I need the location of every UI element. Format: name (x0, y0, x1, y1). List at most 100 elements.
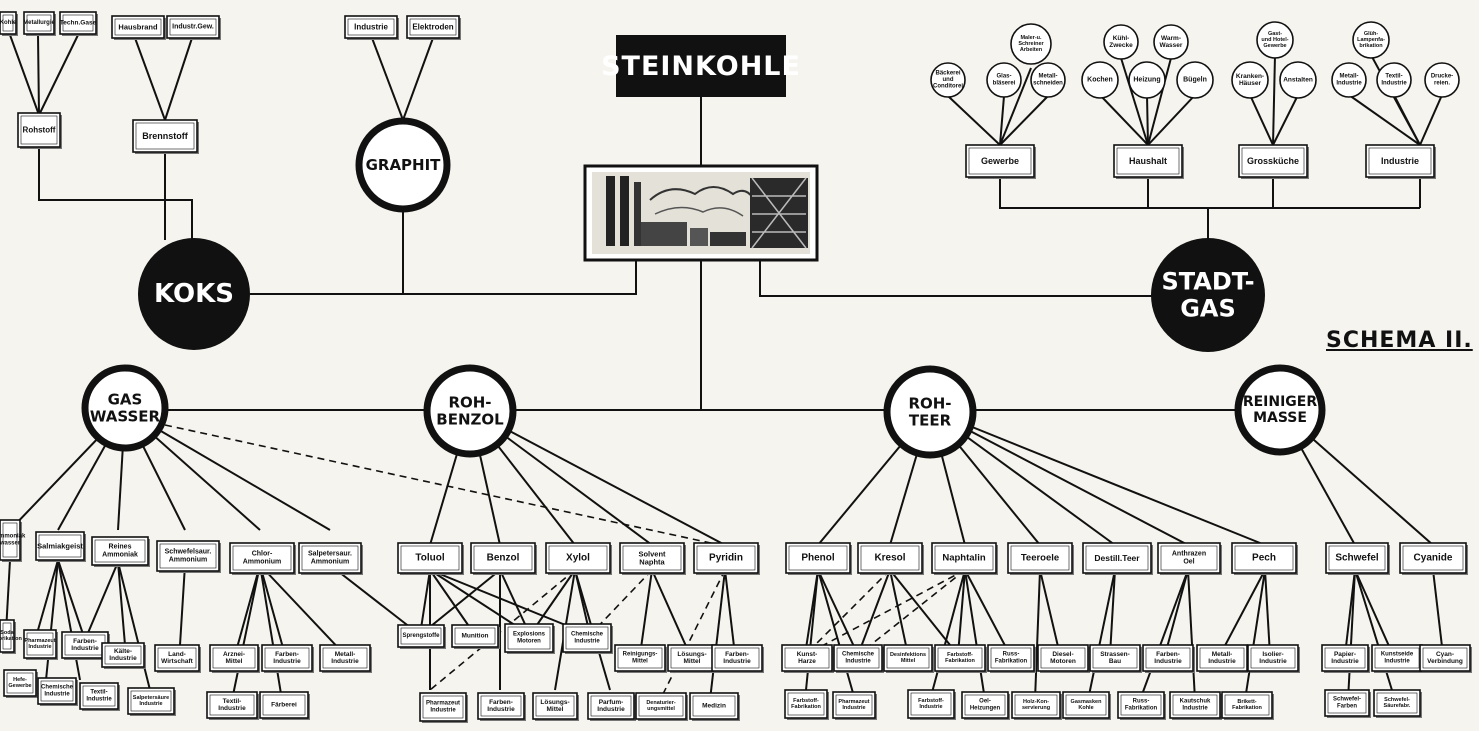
gw-kaelte-label: Industrie (109, 655, 137, 662)
rt-metallind-label: Industrie (1208, 658, 1236, 665)
gw-soda-label: Fabrikation (0, 636, 22, 642)
g-industrie-label: Industrie (354, 23, 388, 32)
c-metallschneiden-label: Metall- (1038, 74, 1057, 80)
rt-isolier-label: Isolier- (1262, 651, 1283, 658)
rm-schwefel-label: Schwefel (1335, 553, 1379, 564)
c-kochen-label: Kochen (1087, 77, 1113, 84)
rb-chemische-label: Industrie (574, 638, 600, 644)
gw-textil2-label: Industrie (86, 696, 112, 702)
rt-destillteer-label: Destill.Teer (1094, 553, 1140, 563)
rt-brikett-label: Brikett- (1237, 699, 1256, 705)
k-hausbrand-label: Hausbrand (118, 23, 158, 32)
rohbenzol-label: ROH- (448, 394, 491, 412)
gw-metallind-label: Industrie (331, 658, 359, 665)
c-maler-label: Arbeiten (1020, 47, 1043, 53)
rb-medizin-label: Medizin (702, 703, 726, 710)
rt-farbstoff-label: Farbstoff- (947, 652, 973, 658)
gw-salpetersauer-label: Salpetersaur. (308, 551, 352, 558)
rt-kunstharze-label: Harze (798, 658, 816, 665)
sg-gewerbe-label: Gewerbe (981, 156, 1019, 166)
rt-farbenind-label: Farben- (1156, 651, 1180, 658)
rb-parfum-label: Industrie (597, 706, 625, 713)
reinigermasse-label: MASSE (1253, 410, 1307, 426)
gw-hefe-label: Gewerbe (8, 683, 31, 689)
k-brennstoff-label: Brennstoff (142, 131, 188, 141)
rt-kautschuk-label: Industrie (1182, 705, 1208, 711)
rb-pyridin-label: Pyridin (709, 553, 743, 564)
rt-kresol-label: Kresol (874, 553, 905, 564)
rt-pharmazeut-label: Industrie (842, 705, 865, 711)
rt-pharmazeut-label: Pharmazeut (838, 699, 869, 705)
c-gluehlampen-label: brikation (1359, 43, 1383, 49)
c-metallindustrie-label: Industrie (1336, 80, 1362, 86)
rb-xylol-label: Xylol (566, 553, 590, 564)
rt-naphtalin-label: Naphtalin (942, 553, 985, 564)
rt-chemische-label: Industrie (845, 658, 871, 664)
gw-salpetersaeure-label: Industrie (139, 701, 162, 707)
rb-loesungs2-label: Lösungs- (540, 699, 569, 706)
rt-russfab-label: Russ- (1133, 699, 1150, 705)
gw-textil-label: Textil- (223, 698, 242, 705)
rb-munition-label: Munition (461, 633, 488, 640)
c-kuehl-label: Kühl- (1113, 35, 1130, 42)
rb-chemische-label: Chemische (571, 632, 604, 638)
rb-solvent-label: Naphta (639, 558, 665, 567)
gw-farben-label: Farben- (73, 638, 97, 645)
rt-pech-label: Pech (1252, 553, 1276, 564)
rm-papier-label: Papier- (1334, 651, 1356, 658)
rm-cyanide-label: Cyanide (1414, 553, 1453, 564)
gw-metallind-label: Metall- (335, 651, 356, 658)
rb-benzol-label: Benzol (487, 553, 520, 564)
c-textilindustrie-label: Textil- (1385, 74, 1402, 80)
gw-pharmazeut-label: Pharmazeut (24, 638, 55, 644)
c-gaststaetten-label: und Hotel- (1261, 37, 1288, 43)
c-metallschneiden-label: schneiden (1033, 80, 1063, 86)
rt-isolier-label: Industrie (1259, 658, 1287, 665)
rm-cyan-label: Verbindung (1427, 658, 1463, 665)
rt-kautschuk-label: Kautschuk (1180, 699, 1211, 705)
rm-kunstseide-label: Industrie (1384, 658, 1410, 664)
rm-schwefelsaeure-label: Säurefabr. (1384, 703, 1411, 709)
c-kuehl-label: Zwecke (1109, 42, 1133, 49)
sg-grosskueche-label: Grossküche (1247, 156, 1299, 166)
rt-brikett-label: Fabrikation (1232, 705, 1262, 711)
rt-gasmasken-label: Kohle (1078, 705, 1093, 711)
gw-kaelte-label: Kälte- (114, 648, 132, 655)
rohbenzol-label: BENZOL (436, 410, 504, 428)
rb-reinigungs-label: Mittel (632, 658, 648, 664)
c-maler-label: Schreiner (1018, 41, 1044, 47)
k-edge-label: Kohle (0, 20, 17, 26)
gw-landwirtschaft-label: Land- (168, 651, 186, 658)
c-glasblaeserei-label: Glas- (996, 74, 1011, 80)
rb-loesungs-label: Mittel (684, 658, 701, 665)
c-druckereien-label: Drucke- (1431, 74, 1453, 80)
gw-arznei-label: Arznei- (223, 651, 245, 658)
rt-phenol-label: Phenol (801, 553, 835, 564)
stadtgas-label: STADT- (1161, 268, 1254, 296)
rt-gasmasken-label: Gasmasken (1071, 699, 1103, 705)
c-krankenhaeuser-label: Kranken- (1236, 73, 1264, 80)
rb-loesungs-label: Lösungs- (677, 651, 706, 658)
rb-loesungs2-label: Mittel (547, 706, 564, 713)
rt-desinfektion-label: Mittel (901, 658, 916, 664)
gw-salpetersaeure-label: Salpetersäure (133, 695, 169, 701)
c-glasblaeserei-label: bläserei (993, 80, 1016, 86)
rt-farbstofffab-label: Farbstoff- (793, 698, 819, 704)
rm-cyan-label: Cyan- (1436, 651, 1454, 658)
rt-teeroele-label: Teeroele (1021, 553, 1059, 564)
c-buegeln-label: Bügeln (1183, 77, 1207, 84)
rm-schwefelfarben-label: Schwefel- (1333, 697, 1361, 703)
rb-pharmazeut-label: Pharmazeut (426, 701, 460, 707)
rb-sprengstoffe-label: Sprengstoffe (402, 633, 440, 639)
gaswasser-label: GAS (108, 391, 143, 409)
k-metallurgie-label: Metallurgie (23, 20, 55, 26)
c-gluehlampen-label: Lampenfa- (1357, 37, 1385, 43)
c-maler-label: Maler-u. (1020, 35, 1042, 41)
k-techngase-label: Techn.Gase (60, 20, 97, 27)
rm-schwefelsaeure-label: Schwefel- (1384, 697, 1410, 703)
k-industrgew-label: Industr.Gew. (172, 24, 214, 31)
gw-chemische-label: Industrie (44, 691, 70, 697)
gw-ammoniak-label: wasser (0, 540, 21, 546)
c-heizung-label: Heizung (1133, 77, 1160, 84)
gw-farben-label: Industrie (71, 645, 99, 652)
